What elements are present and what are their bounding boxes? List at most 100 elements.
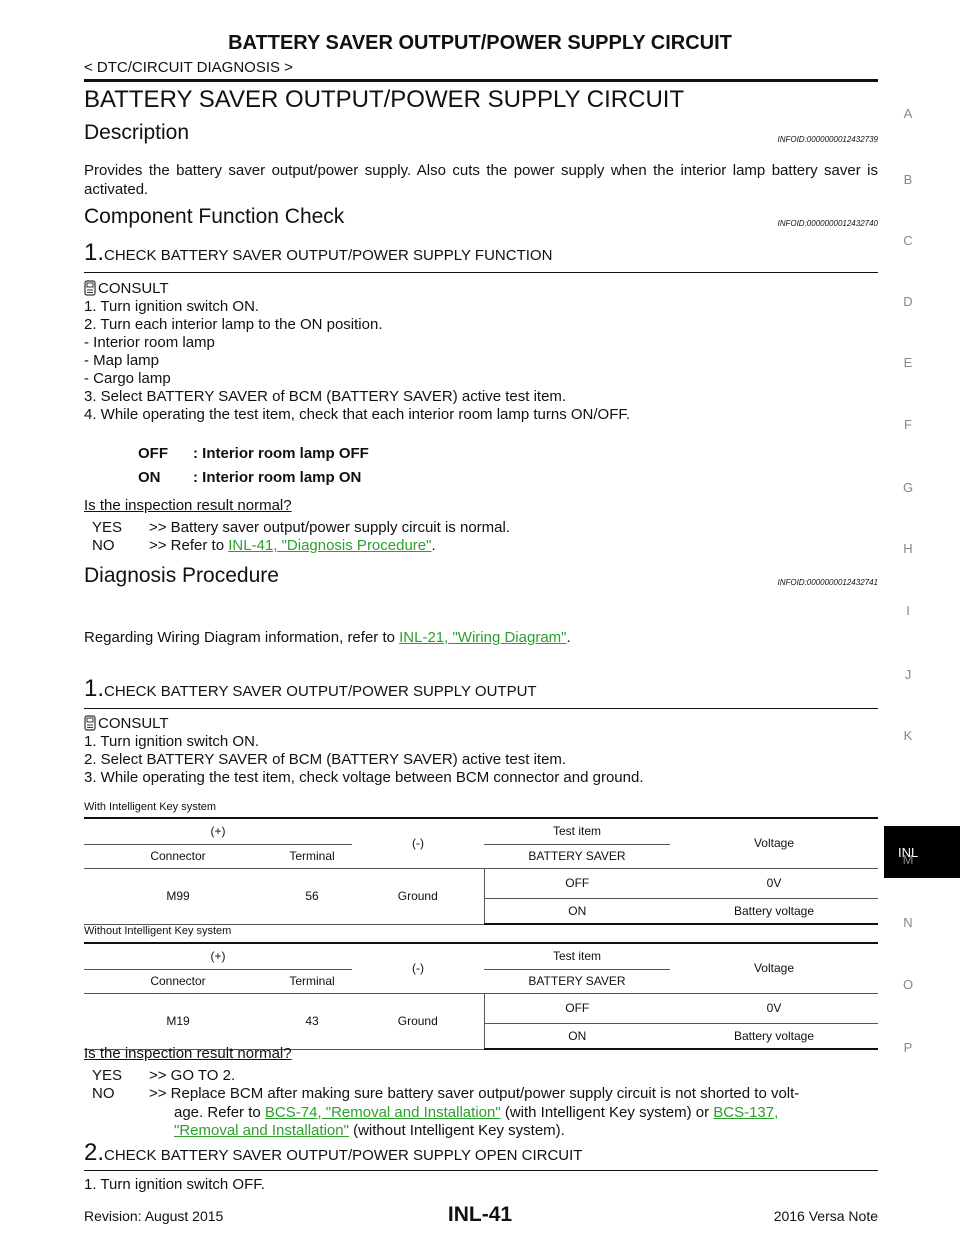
step-1-heading: 1.CHECK BATTERY SAVER OUTPUT/POWER SUPPL… (84, 675, 537, 703)
step-2-heading: 2.CHECK BATTERY SAVER OUTPUT/POWER SUPPL… (84, 1139, 582, 1167)
instruction-line: 3. While operating the test item, check … (84, 769, 644, 786)
table-cell-terminal: 56 (272, 868, 352, 925)
instruction-line: 1. Turn ignition switch ON. (84, 733, 260, 750)
inspection-question: Is the inspection result normal? (84, 497, 292, 514)
col-test-item: Test item (484, 817, 670, 845)
step-title: CHECK BATTERY SAVER OUTPUT/POWER SUPPLY … (104, 247, 553, 264)
col-battery-saver: BATTERY SAVER (484, 969, 670, 994)
table-cell-item: OFF (483, 993, 670, 1024)
no-text-line3: "Removal and Installation" (without Inte… (174, 1122, 565, 1139)
footer-model: 2016 Versa Note (773, 1208, 878, 1224)
result-key-on: ON (138, 469, 161, 486)
step-rule (84, 1170, 878, 1171)
page-header-title: BATTERY SAVER OUTPUT/POWER SUPPLY CIRCUI… (228, 32, 732, 54)
inspection-question: Is the inspection result normal? (84, 1045, 292, 1062)
yes-text: >> Battery saver output/power supply cir… (149, 519, 510, 536)
footer-revision: Revision: August 2015 (84, 1208, 224, 1224)
side-index-j[interactable]: J (904, 667, 912, 682)
diagnosis-infoid: INFOID:0000000012432741 (777, 578, 878, 587)
no-text-line1: >> Replace BCM after making sure battery… (149, 1085, 800, 1102)
result-value-off: : Interior room lamp OFF (193, 445, 369, 462)
diagnosis-heading: Diagnosis Procedure (84, 564, 279, 587)
wiring-diagram-link[interactable]: INL-21, "Wiring Diagram" (399, 629, 567, 646)
col-connector: Connector (84, 844, 272, 869)
no-text: >> Refer to INL-41, "Diagnosis Procedure… (149, 537, 436, 554)
instruction-line: 1. Turn ignition switch ON. (84, 298, 260, 315)
col-connector: Connector (84, 969, 272, 994)
consult-icon (84, 715, 96, 731)
side-index-a[interactable]: A (903, 106, 913, 121)
instruction-line: - Map lamp (84, 352, 160, 369)
instruction-line: 2. Select BATTERY SAVER of BCM (BATTERY … (84, 751, 567, 768)
table-cell-voltage: Battery voltage (670, 898, 878, 925)
table-cell-item: ON (483, 898, 670, 925)
step-title: CHECK BATTERY SAVER OUTPUT/POWER SUPPLY … (104, 1147, 583, 1164)
no-text-line2: age. Refer to BCS-74, "Removal and Insta… (174, 1104, 779, 1121)
col-minus: (-) (352, 817, 484, 869)
instruction-line: 2. Turn each interior lamp to the ON pos… (84, 316, 383, 333)
description-infoid: INFOID:0000000012432739 (777, 135, 878, 144)
bcs-74-link[interactable]: BCS-74, "Removal and Installation" (264, 1104, 501, 1121)
instruction-line: - Interior room lamp (84, 334, 215, 351)
header-rule (84, 79, 878, 82)
side-index-o[interactable]: O (902, 977, 914, 992)
footer-page-number: INL-41 (447, 1203, 513, 1226)
col-battery-saver: BATTERY SAVER (484, 844, 670, 869)
voltage-table-with-key: (+) (-) Test item Voltage Connector Term… (84, 817, 878, 925)
no-label: NO (92, 537, 115, 554)
col-terminal: Terminal (272, 844, 352, 869)
step-number: 1. (84, 239, 105, 266)
col-minus: (-) (352, 942, 484, 994)
description-heading: Description (84, 121, 190, 144)
bcs-137-link-cont[interactable]: "Removal and Installation" (174, 1122, 349, 1139)
col-plus: (+) (84, 817, 352, 845)
table-cell-voltage: Battery voltage (670, 1023, 878, 1050)
step-title: CHECK BATTERY SAVER OUTPUT/POWER SUPPLY … (104, 683, 537, 700)
table1-caption: With Intelligent Key system (84, 801, 217, 813)
step-1-heading: 1.CHECK BATTERY SAVER OUTPUT/POWER SUPPL… (84, 239, 552, 267)
col-test-item: Test item (484, 942, 670, 970)
table-cell-connector: M99 (84, 868, 272, 925)
side-index-k[interactable]: K (903, 728, 913, 743)
consult-line: CONSULT (84, 280, 169, 298)
col-terminal: Terminal (272, 969, 352, 994)
side-index-h[interactable]: H (903, 541, 913, 556)
instruction-line: 4. While operating the test item, check … (84, 406, 631, 423)
consult-line: CONSULT (84, 715, 169, 733)
table-cell-terminal: 43 (272, 993, 352, 1050)
instruction-line: 3. Select BATTERY SAVER of BCM (BATTERY … (84, 388, 567, 405)
result-key-off: OFF (138, 445, 168, 462)
col-voltage: Voltage (670, 817, 878, 869)
step-rule (84, 708, 878, 709)
table-cell-ground: Ground (352, 993, 484, 1050)
side-tab-inl[interactable]: INL (884, 826, 960, 878)
col-plus: (+) (84, 942, 352, 970)
yes-text: >> GO TO 2. (149, 1067, 236, 1084)
table-cell-connector: M19 (84, 993, 272, 1050)
side-index-i[interactable]: I (906, 603, 910, 618)
side-index-g[interactable]: G (902, 480, 914, 495)
side-index-n[interactable]: N (903, 915, 913, 930)
component-check-heading: Component Function Check (84, 205, 345, 228)
step-number: 2. (84, 1139, 105, 1166)
side-index-c[interactable]: C (903, 233, 913, 248)
table-cell-item: OFF (483, 868, 670, 899)
side-index-e[interactable]: E (903, 355, 913, 370)
side-index-p[interactable]: P (903, 1040, 913, 1055)
table2-caption: Without Intelligent Key system (84, 925, 232, 937)
consult-icon (84, 280, 96, 296)
wiring-reference: Regarding Wiring Diagram information, re… (84, 629, 571, 646)
side-index-d[interactable]: D (903, 294, 913, 309)
side-index-m[interactable]: M (902, 852, 914, 867)
side-index-f[interactable]: F (904, 417, 912, 432)
diagnosis-procedure-link[interactable]: INL-41, "Diagnosis Procedure" (228, 537, 432, 554)
table-cell-item: ON (483, 1023, 670, 1050)
bcs-137-link[interactable]: BCS-137, (713, 1104, 779, 1121)
step-rule (84, 272, 878, 273)
instruction-line: - Cargo lamp (84, 370, 171, 387)
instruction-line: 1. Turn ignition switch OFF. (84, 1176, 265, 1193)
col-voltage: Voltage (670, 942, 878, 994)
table-cell-voltage: 0V (670, 993, 878, 1024)
side-index-b[interactable]: B (903, 172, 913, 187)
no-label: NO (92, 1085, 115, 1102)
